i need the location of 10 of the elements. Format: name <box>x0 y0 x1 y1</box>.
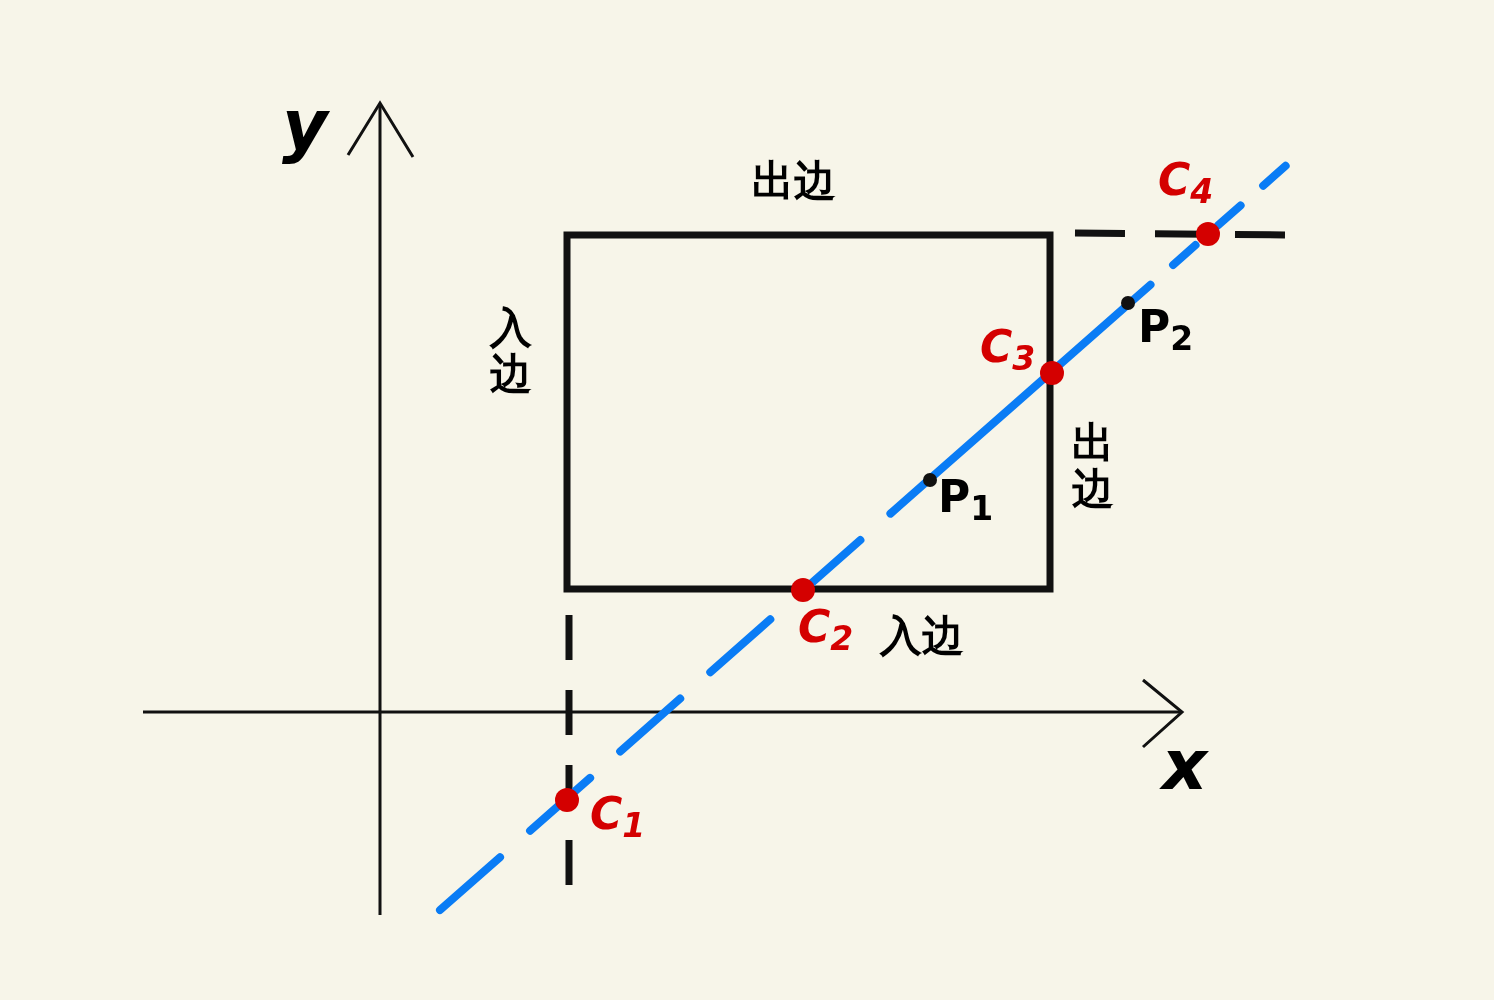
point-label: C$_{2}$ <box>798 605 854 649</box>
side-name: 出边 <box>752 160 836 202</box>
point-label: P$_{2}$ <box>1138 305 1194 349</box>
point-label: P$_{1}$ <box>938 475 994 519</box>
side-name: 入边 <box>490 305 532 398</box>
side-name: 出边 <box>1072 420 1114 513</box>
point-label: C$_{1}$ <box>590 792 646 836</box>
side-name: 入边 <box>880 615 964 657</box>
point-label: C$_{4}$ <box>1158 158 1214 202</box>
point-label: C$_{3}$ <box>980 325 1036 369</box>
